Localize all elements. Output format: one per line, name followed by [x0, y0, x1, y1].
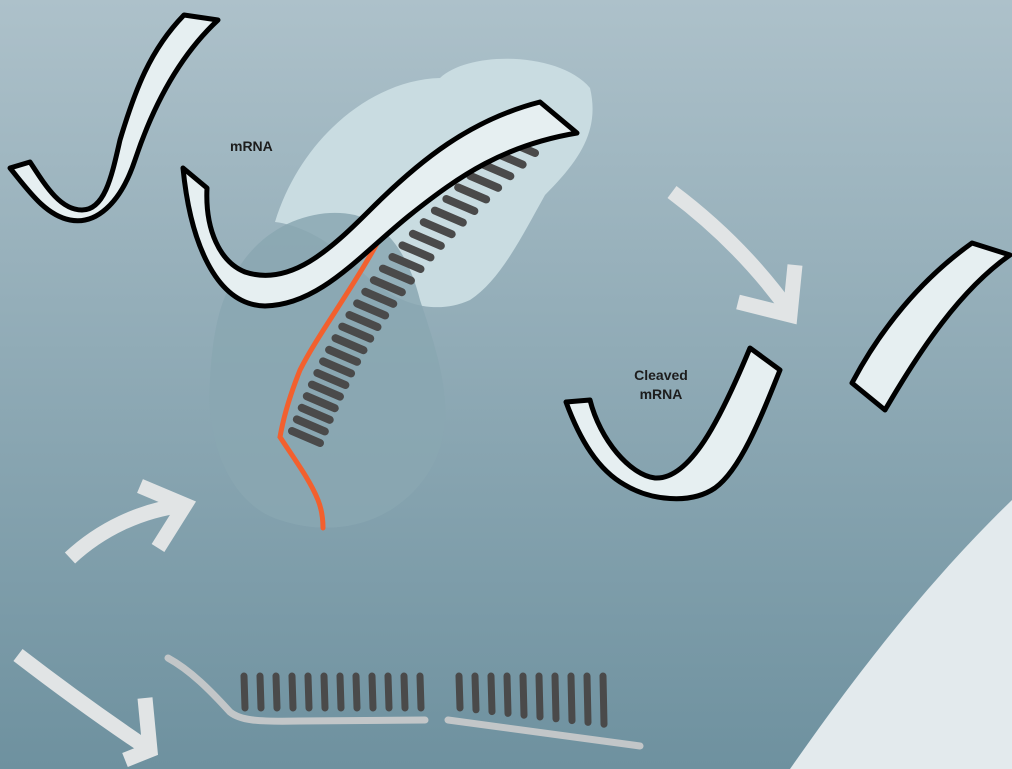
mrna-label: mRNA — [230, 137, 273, 156]
duplex-base-tick — [276, 676, 277, 708]
duplex-base-tick — [603, 676, 604, 724]
duplex-base-tick — [308, 676, 309, 708]
duplex-base-tick — [420, 676, 421, 708]
duplex-base-tick — [340, 676, 341, 708]
duplex-base-tick — [388, 676, 389, 708]
duplex-base-tick — [260, 676, 261, 708]
duplex-base-tick — [587, 676, 588, 722]
duplex-base-tick — [539, 676, 540, 717]
duplex-base-tick — [571, 676, 572, 721]
duplex-base-tick — [404, 676, 405, 708]
cleaved-mrna-label-line1: Cleaved — [616, 366, 706, 385]
duplex-base-tick — [491, 676, 492, 712]
duplex-base-tick — [507, 676, 508, 713]
duplex-base-tick — [292, 676, 293, 708]
duplex-base-tick — [356, 676, 357, 708]
cleaved-mrna-label-line2: mRNA — [616, 385, 706, 404]
duplex-base-tick — [523, 676, 524, 715]
duplex-base-tick — [555, 676, 556, 719]
duplex-base-tick — [324, 676, 325, 708]
duplex-base-tick — [244, 676, 245, 708]
duplex-base-tick — [475, 676, 476, 710]
duplex-base-tick — [372, 676, 373, 708]
duplex-base-tick — [459, 676, 460, 708]
cleaved-mrna-label: Cleaved mRNA — [616, 366, 706, 404]
